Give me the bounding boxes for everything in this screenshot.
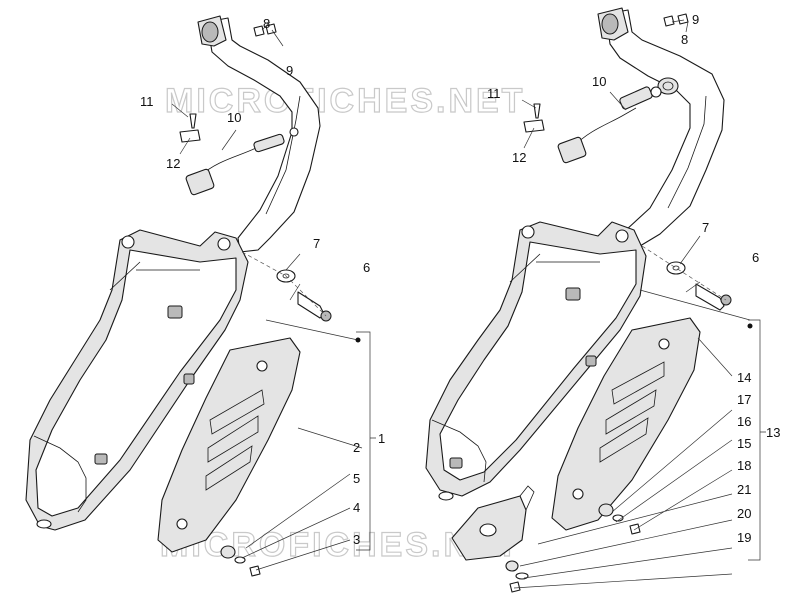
right-label-21: 21 [737,482,751,497]
right-label-20: 20 [737,506,751,521]
left-label-7: 7 [313,236,320,251]
left-label-2: 2 [353,440,360,455]
left-label-1: 1 [378,431,385,446]
left-label-9: 9 [286,63,293,78]
right-heat-shield [551,317,701,531]
right-label-17: 17 [737,392,751,407]
right-label-18: 18 [737,458,751,473]
right-label-14: 14 [737,370,751,385]
right-label-7: 7 [702,220,709,235]
left-hardware [179,23,332,577]
right-label-6: 6 [752,250,759,265]
watermark-top: MICROFICHES.NET [165,82,525,120]
left-label-4: 4 [353,500,360,515]
right-label-12: 12 [512,150,526,165]
right-lower-bracket [451,485,535,561]
right-label-9: 9 [692,12,699,27]
left-label-3: 3 [353,532,360,547]
left-label-8: 8 [263,16,270,31]
right-label-15: 15 [737,436,751,451]
right-muffler-assembly: 9 8 10 11 12 7 6 14 17 16 13 15 18 21 20… [425,7,780,593]
left-heat-shield [157,337,301,553]
right-label-10: 10 [592,74,606,89]
left-muffler-body [25,229,249,531]
right-label-19: 19 [737,530,751,545]
right-label-16: 16 [737,414,751,429]
left-label-11: 11 [140,94,154,109]
left-label-10: 10 [227,110,241,125]
left-label-12: 12 [166,156,180,171]
left-label-5: 5 [353,471,360,486]
right-muffler-body [425,221,647,501]
left-label-6: 6 [363,260,370,275]
left-lambda-sensor [185,127,299,196]
right-label-13: 13 [766,425,780,440]
right-lambda-sensor [557,86,662,164]
right-label-11: 11 [487,86,501,101]
right-exhaust-pipe [597,7,725,247]
right-label-8: 8 [681,32,688,47]
left-exhaust-pipe [197,15,321,253]
left-muffler-assembly: 8 9 11 10 12 7 6 2 1 5 4 3 [25,15,385,577]
